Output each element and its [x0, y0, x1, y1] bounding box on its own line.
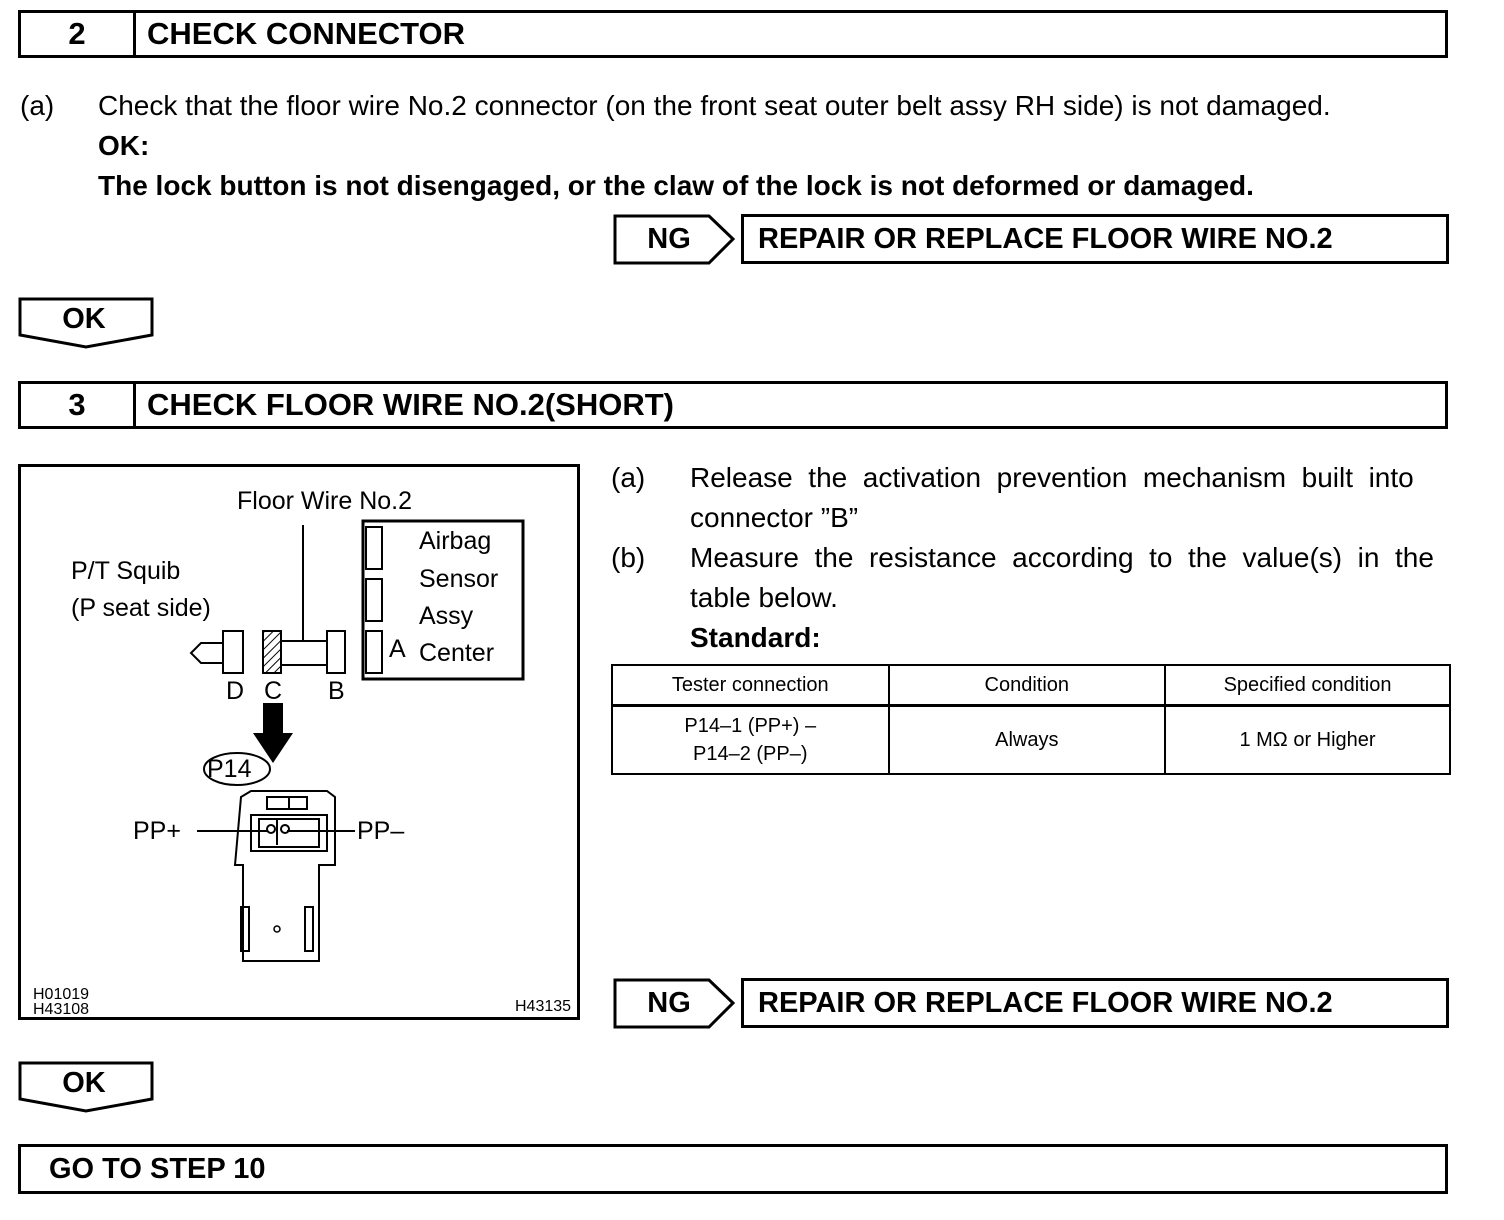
table-row: P14–1 (PP+) – P14–2 (PP–) Always 1 MΩ or…: [611, 704, 1451, 775]
final-step-box: GO TO STEP 10: [18, 1144, 1448, 1194]
step-3-item-a-line-2: connector ”B”: [690, 502, 859, 533]
connector-d-label: D: [226, 677, 245, 705]
step-3-item-b-line-2: table below.: [690, 582, 838, 613]
step-3-ok-label: OK: [62, 1067, 106, 1099]
step-2-ng-result: NG REPAIR OR REPLACE FLOOR WIRE NO.2: [613, 214, 1449, 265]
table-header: Condition: [887, 664, 1167, 707]
connector-c-label: C: [264, 677, 283, 705]
step-2-ok-text: The lock button is not disengaged, or th…: [98, 170, 1254, 201]
step-3-ng-result: NG REPAIR OR REPLACE FLOOR WIRE NO.2: [613, 978, 1449, 1029]
airbag-label-2: Sensor: [419, 565, 499, 593]
spec-table: Tester connection Condition Specified co…: [611, 664, 1451, 775]
step-3-item-b-label: (b): [611, 542, 646, 573]
table-header: Specified condition: [1164, 664, 1451, 707]
connection-line-1: P14–1 (PP+) –: [684, 715, 817, 737]
step-2-ok-result: OK: [18, 297, 156, 351]
ok-arrow-icon: [18, 297, 154, 349]
step-3-number: 3: [21, 384, 136, 426]
step-2-ng-action: REPAIR OR REPLACE FLOOR WIRE NO.2: [741, 214, 1449, 264]
table-cell-connection: P14–1 (PP+) – P14–2 (PP–): [611, 704, 890, 775]
pp-plus-label: PP+: [133, 817, 181, 845]
airbag-label-3: Assy: [419, 602, 474, 630]
floor-wire-label: Floor Wire No.2: [237, 487, 413, 515]
final-step-text: GO TO STEP 10: [49, 1152, 266, 1185]
table-header: Tester connection: [611, 664, 890, 707]
step-2-ok-label: OK: [62, 303, 106, 335]
connector-diagram: [189, 519, 525, 962]
standard-heading: Standard:: [690, 622, 821, 653]
connection-line-2: P14–2 (PP–): [693, 743, 808, 765]
step-2-ok-heading: OK:: [98, 130, 150, 161]
connector-figure: Floor Wire No.2 Airbag Sensor Assy Cente…: [18, 464, 580, 1020]
step-3-ok-result: OK: [18, 1061, 156, 1115]
ng-arrow-icon: [613, 214, 736, 265]
step-3-header: 3 CHECK FLOOR WIRE NO.2(SHORT): [18, 381, 1448, 429]
step-2-header: 2 CHECK CONNECTOR: [18, 10, 1448, 58]
figure-code-3: H43135: [515, 998, 572, 1015]
airbag-label-1: Airbag: [419, 527, 492, 555]
step-2-item-a-label: (a): [20, 90, 55, 121]
airbag-label-4: Center: [419, 639, 495, 667]
table-cell-specified: 1 MΩ or Higher: [1164, 704, 1451, 775]
table-cell-condition: Always: [887, 704, 1167, 775]
step-2-number: 2: [21, 13, 136, 55]
ok-arrow-icon: [18, 1061, 154, 1113]
step-3-item-a-line-1: Release the activation prevention mechan…: [690, 462, 1414, 493]
step-3-ng-action: REPAIR OR REPLACE FLOOR WIRE NO.2: [741, 978, 1449, 1028]
step-2-ng-label: NG: [647, 222, 691, 255]
table-header-row: Tester connection Condition Specified co…: [611, 664, 1451, 707]
step-3-item-a-label: (a): [611, 462, 646, 493]
connector-id-label: P14: [207, 755, 252, 783]
step-3-ng-label: NG: [647, 986, 691, 1019]
connector-a-label: A: [389, 635, 406, 663]
step-3-title: CHECK FLOOR WIRE NO.2(SHORT): [147, 387, 674, 422]
step-2-title: CHECK CONNECTOR: [147, 16, 466, 51]
step-3-item-b-line-1: Measure the resistance according to the …: [690, 542, 1434, 573]
squib-label-1: P/T Squib: [71, 557, 181, 585]
step-2-item-a-text: Check that the floor wire No.2 connector…: [98, 90, 1331, 121]
connector-b-label: B: [328, 677, 345, 705]
ng-arrow-icon: [613, 978, 736, 1029]
pp-minus-label: PP–: [357, 817, 405, 845]
squib-label-2: (P seat side): [71, 594, 211, 622]
figure-code-1: H01019: [33, 986, 90, 1003]
figure-code-2: H43108: [33, 1001, 90, 1018]
